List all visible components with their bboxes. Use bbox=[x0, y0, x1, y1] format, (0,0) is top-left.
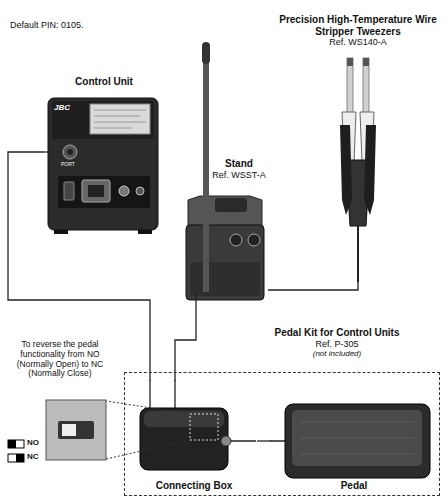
control-unit: Control Unit bbox=[44, 76, 164, 236]
brand-logo: JBC bbox=[54, 103, 70, 112]
wire-connector bbox=[268, 282, 358, 290]
text-block: Control Unit bbox=[44, 76, 164, 88]
stand-illustration bbox=[248, 234, 260, 246]
node-subtext: Ref. WSST-A bbox=[210, 170, 268, 180]
control-unit-illustration bbox=[63, 145, 77, 159]
control-unit-illustration bbox=[54, 230, 68, 234]
tweezers-illustration bbox=[347, 58, 353, 66]
connecting-box-illustration bbox=[221, 436, 231, 446]
connecting-box-illustration bbox=[144, 411, 224, 427]
control-unit-illustration bbox=[88, 185, 104, 197]
switch-state: NC bbox=[27, 452, 39, 461]
control-unit-illustration bbox=[48, 98, 158, 230]
wire-connector bbox=[175, 300, 196, 381]
stand-illustration bbox=[215, 198, 247, 212]
control-unit-illustration bbox=[44, 151, 63, 152]
control-unit-illustration bbox=[94, 116, 140, 117]
pedal-illustration bbox=[300, 438, 414, 439]
text-block: Connecting Box bbox=[131, 480, 257, 492]
control-unit-illustration bbox=[138, 230, 152, 234]
switch-callout bbox=[106, 440, 190, 459]
node-heading: Connecting Box bbox=[131, 480, 257, 492]
switch-callout bbox=[46, 400, 190, 460]
connecting-box-illustration bbox=[149, 380, 150, 408]
node-heading: Pedal Kit for Control Units bbox=[237, 327, 437, 339]
node-subtext: Ref. WS140-A bbox=[274, 37, 442, 47]
pedal-illustration bbox=[292, 410, 422, 466]
connecting-box-illustration bbox=[174, 380, 175, 408]
switch-symbols bbox=[8, 440, 24, 462]
text-block: Pedal Kit for Control UnitsRef. P-305(no… bbox=[237, 327, 437, 358]
tweezers-illustration bbox=[364, 125, 376, 215]
connecting-box: Connecting Box bbox=[131, 381, 257, 493]
tweezers-illustration bbox=[347, 58, 353, 114]
switch-symbols bbox=[8, 454, 24, 462]
pedal-illustration bbox=[270, 404, 430, 478]
switch-callout bbox=[46, 400, 106, 460]
stand-illustration bbox=[186, 196, 264, 300]
control-unit-illustration bbox=[58, 176, 150, 208]
stand-illustration bbox=[190, 262, 260, 296]
text-block: Precision High-Temperature Wire Stripper… bbox=[274, 14, 442, 47]
control-unit-illustration bbox=[90, 104, 150, 134]
node-subtext: (not included) bbox=[237, 349, 437, 358]
control-unit-illustration bbox=[94, 122, 146, 123]
stand-illustration bbox=[230, 234, 242, 246]
stand-illustration bbox=[186, 225, 264, 300]
port-label: PORT bbox=[61, 162, 75, 168]
pedal-kit-group: Pedal Kit for Control UnitsRef. P-305(no… bbox=[124, 372, 440, 496]
stand: StandRef. WSST-A bbox=[180, 155, 268, 300]
stand-lever bbox=[202, 42, 210, 64]
node-heading: Pedal bbox=[271, 480, 437, 492]
text-block: Pedal bbox=[271, 480, 437, 492]
pedal: Pedal bbox=[271, 381, 437, 493]
node-subtext: Ref. P-305 bbox=[237, 339, 437, 349]
control-unit-illustration bbox=[64, 182, 74, 200]
switch-symbols bbox=[16, 454, 24, 462]
text-block: StandRef. WSST-A bbox=[210, 158, 268, 180]
switch-state: NO bbox=[27, 438, 39, 447]
switch-callout bbox=[106, 401, 190, 414]
wire-connector bbox=[257, 440, 271, 441]
node-heading: Precision High-Temperature Wire Stripper… bbox=[274, 14, 442, 37]
control-unit-illustration bbox=[94, 110, 146, 111]
pin-note: Default PIN: 0105. bbox=[10, 20, 84, 30]
control-unit-illustration bbox=[94, 128, 132, 129]
connecting-box-illustration bbox=[231, 440, 256, 442]
tweezers-illustration bbox=[340, 58, 376, 282]
switch-symbols bbox=[8, 440, 24, 448]
switch-note: To reverse the pedal functionality from … bbox=[4, 340, 116, 379]
control-unit-illustration bbox=[44, 98, 158, 234]
pedal-illustration bbox=[285, 404, 430, 478]
control-unit-illustration bbox=[136, 187, 144, 195]
tweezers: Precision High-Temperature Wire Stripper… bbox=[274, 12, 442, 282]
tweezers-illustration bbox=[340, 125, 352, 215]
node-heading: Control Unit bbox=[44, 76, 164, 88]
tweezers-illustration bbox=[363, 58, 369, 66]
pedal-illustration bbox=[270, 440, 286, 442]
switch-callout bbox=[62, 424, 76, 436]
stand-lever bbox=[203, 50, 209, 292]
control-unit-illustration bbox=[82, 180, 110, 202]
stand-lever bbox=[202, 42, 210, 292]
connecting-box-illustration bbox=[190, 414, 218, 440]
tweezers-illustration bbox=[363, 58, 369, 114]
pedal-illustration bbox=[300, 454, 414, 455]
control-unit-illustration bbox=[52, 101, 154, 139]
node-heading: Stand bbox=[210, 158, 268, 170]
connecting-box-illustration bbox=[140, 380, 256, 470]
connecting-box-illustration bbox=[140, 408, 228, 470]
switch-callout bbox=[58, 421, 94, 439]
pedal-illustration bbox=[300, 422, 414, 423]
tweezers-illustration bbox=[357, 226, 359, 282]
stand-illustration bbox=[195, 292, 196, 300]
switch-symbols bbox=[8, 440, 16, 448]
control-unit-illustration bbox=[119, 186, 129, 196]
control-unit-illustration bbox=[67, 149, 73, 155]
